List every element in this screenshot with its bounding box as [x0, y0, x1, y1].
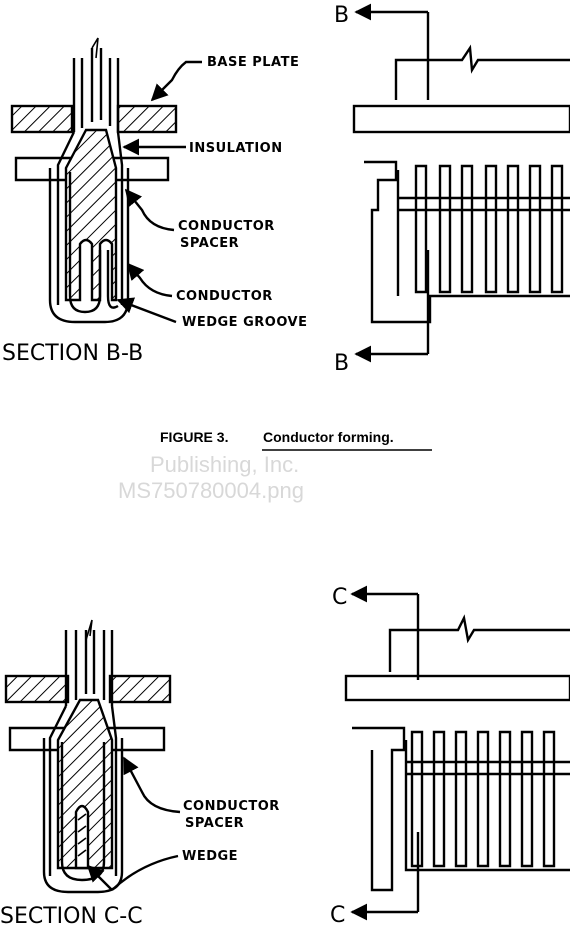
leaders-fig4 — [86, 756, 181, 891]
leaders-fig3 — [116, 60, 202, 324]
label-wedge-groove: WEDGE GROOVE — [182, 315, 307, 330]
side-view-b — [352, 3, 570, 363]
cut-label-c-top: C — [332, 585, 347, 610]
cut-label-b-top: B — [334, 3, 349, 28]
label-conductor: CONDUCTOR — [176, 289, 273, 304]
cut-label-b-bottom: B — [334, 351, 349, 376]
conductor-fins-c — [410, 730, 556, 868]
figure-caption-number: FIGURE 3. — [160, 429, 228, 445]
section-c-c-title: SECTION C-C — [0, 904, 143, 927]
base-plate-right — [116, 104, 178, 134]
label-base-plate: BASE PLATE — [207, 55, 299, 70]
section-c-c-drawing — [4, 619, 172, 894]
label-conductor-spacer-c-line2: SPACER — [185, 816, 244, 831]
conductor-fins-b — [414, 164, 564, 294]
cut-label-c-bottom: C — [330, 903, 345, 927]
label-conductor-spacer-c-line1: CONDUCTOR — [183, 799, 280, 814]
watermark-line1: Publishing, Inc. — [150, 452, 299, 477]
section-b-b-title: SECTION B-B — [2, 341, 143, 366]
label-insulation: INSULATION — [189, 141, 283, 156]
label-wedge: WEDGE — [182, 849, 238, 864]
label-conductor-spacer-line2: SPACER — [180, 236, 239, 251]
base-plate-left — [10, 104, 74, 134]
label-conductor-spacer-line1: CONDUCTOR — [178, 219, 275, 234]
section-b-b-drawing — [10, 37, 178, 324]
watermark-line2: MS750780004.png — [118, 478, 304, 503]
figure-caption-text: Conductor forming. — [263, 429, 394, 445]
side-view-c — [344, 585, 570, 921]
